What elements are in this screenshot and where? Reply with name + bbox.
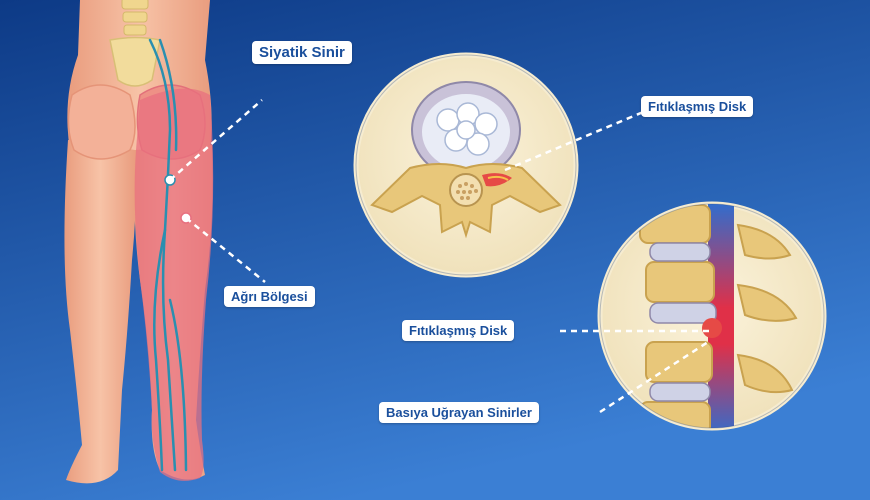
body-figure: [64, 0, 214, 484]
vertebra-top-view: [353, 52, 579, 278]
label-compressed-nerves: Basıya Uğrayan Sinirler: [379, 402, 539, 423]
sciatic-nerve: [148, 38, 188, 472]
leader-lines: [169, 99, 710, 414]
label-sciatic-nerve: Siyatik Sinir: [252, 41, 352, 64]
label-pain-area: Ağrı Bölgesi: [224, 286, 315, 307]
pain-zone: [134, 88, 214, 481]
spine-side-view: [597, 201, 827, 431]
label-herniated-disc-top: Fıtıklaşmış Disk: [641, 96, 754, 117]
label-herniated-disc-side: Fıtıklaşmış Disk: [402, 320, 515, 341]
